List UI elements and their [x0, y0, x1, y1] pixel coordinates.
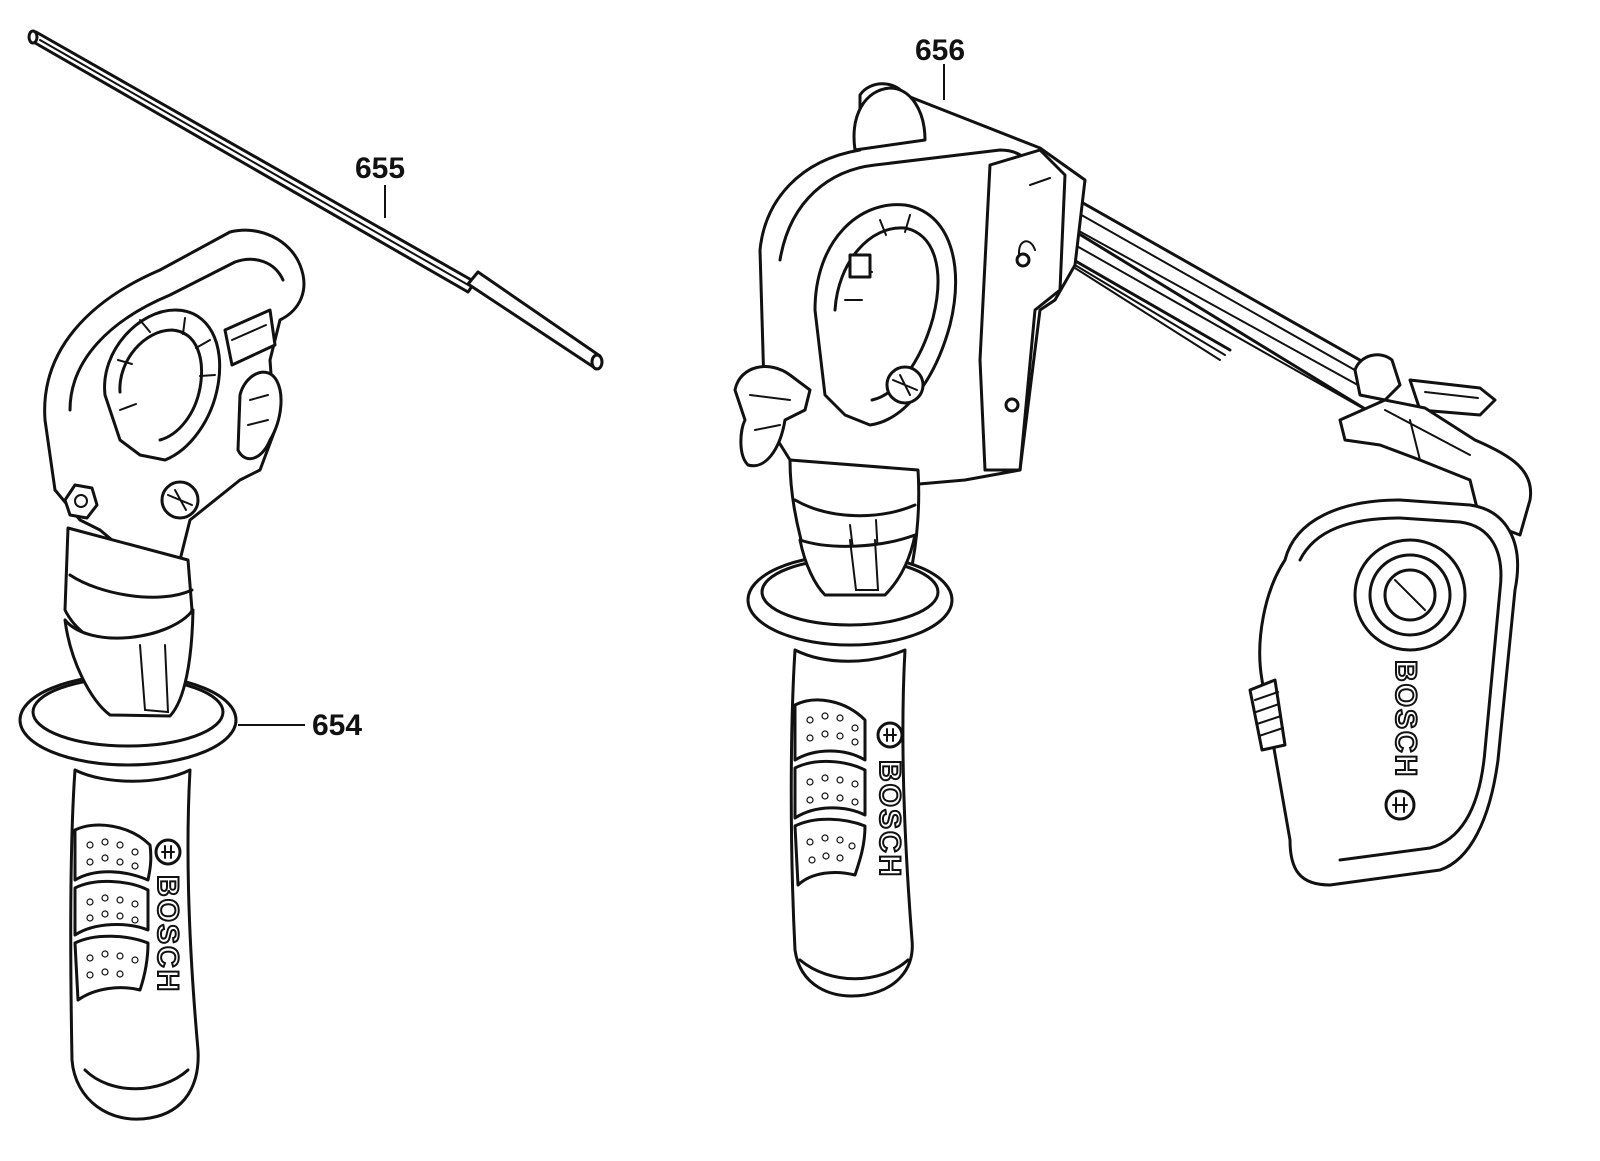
grip-texture-dots-left	[86, 838, 139, 979]
side-handle-left: BOSCH	[18, 228, 306, 1121]
depth-stop-rod	[27, 29, 604, 371]
callout-label-656: 656	[915, 34, 965, 67]
callout-label-654: 654	[312, 709, 362, 742]
callout-label-655: 655	[355, 152, 405, 185]
brand-logo-right: BOSCH	[873, 760, 906, 878]
callout-656: 656	[915, 34, 965, 100]
grip-texture-dots-right	[806, 712, 859, 864]
callout-654: 654	[238, 709, 362, 742]
brand-logo-left: BOSCH	[151, 875, 184, 993]
callout-655: 655	[355, 152, 405, 218]
dust-extraction-assembly: BOSCH	[733, 82, 1533, 998]
brand-logo-box: BOSCH	[1389, 660, 1422, 778]
